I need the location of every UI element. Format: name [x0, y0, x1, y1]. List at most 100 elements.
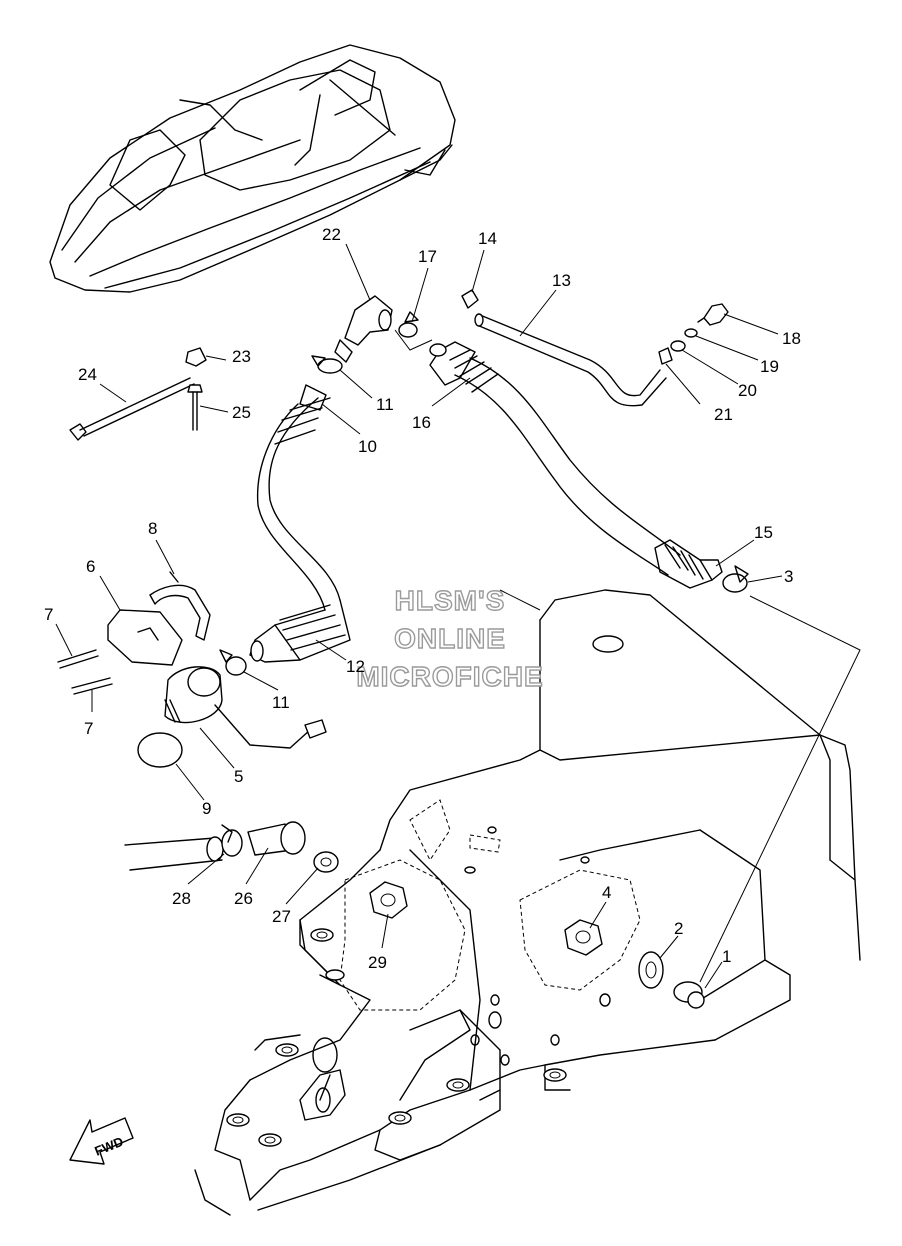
- callout-14: 14: [471, 229, 497, 293]
- part-9-cap: [137, 732, 183, 768]
- callout-3: 3: [747, 567, 793, 586]
- callout-7-top: 7: [44, 605, 73, 657]
- callout-16: 16: [412, 377, 471, 432]
- callout-number: 21: [714, 405, 733, 424]
- part-20-nut: [670, 340, 686, 352]
- pipe-left: [124, 836, 224, 871]
- watermark: HLSM'S ONLINE MICROFICHE: [356, 584, 544, 692]
- part-3-clamp: [722, 565, 749, 593]
- callout-11-bottom: 11: [243, 671, 290, 712]
- part-8-bracket: [149, 571, 211, 641]
- callout-number: 13: [552, 271, 571, 290]
- callout-number: 5: [234, 767, 243, 786]
- mount-bolt-5: [388, 1111, 412, 1125]
- part-21-clamp: [658, 347, 673, 365]
- callout-28: 28: [172, 853, 225, 908]
- callout-number: 10: [358, 437, 377, 456]
- assembly-lines: [394, 329, 861, 983]
- part-6-holder: [107, 609, 183, 666]
- callout-number: 25: [232, 403, 251, 422]
- callout-number: 16: [412, 413, 431, 432]
- callout-12: 12: [315, 639, 365, 676]
- callout-number: 8: [148, 519, 157, 538]
- callout-number: 9: [202, 799, 211, 818]
- callout-20: 20: [681, 349, 757, 400]
- callout-15: 15: [715, 523, 773, 567]
- part-14-clamp: [461, 289, 479, 309]
- part-7-screw-bottom: [71, 677, 113, 695]
- part-7-screw-top: [57, 649, 99, 669]
- tube-13: [474, 313, 667, 407]
- callout-13: 13: [519, 271, 571, 337]
- callout-23: 23: [205, 347, 251, 366]
- mount-bolt-7: [543, 1068, 567, 1082]
- part-17-clamp: [398, 311, 419, 338]
- watermark-line-2: ONLINE: [394, 623, 506, 654]
- hull-compartment: [194, 589, 861, 1216]
- callout-10: 10: [321, 403, 377, 456]
- callout-number: 29: [368, 953, 387, 972]
- part-11-clamp-top: [311, 355, 343, 374]
- callout-4: 4: [589, 883, 611, 929]
- part-26-fitting: [247, 821, 306, 856]
- callout-9: 9: [175, 763, 211, 818]
- callout-number: 22: [322, 225, 341, 244]
- callout-21: 21: [665, 363, 733, 424]
- callout-29: 29: [368, 913, 389, 972]
- callout-number: 20: [738, 381, 757, 400]
- callout-number: 28: [172, 889, 191, 908]
- callout-26: 26: [234, 847, 269, 908]
- callout-number: 11: [376, 395, 394, 414]
- mount-bolt-8: [325, 969, 345, 981]
- part-2-washer: [638, 951, 664, 989]
- callout-number: 14: [478, 229, 497, 248]
- callout-1: 1: [704, 947, 731, 989]
- callout-number: 11: [272, 693, 290, 712]
- callout-24: 24: [78, 365, 127, 403]
- callout-number: 23: [232, 347, 251, 366]
- mount-bolt-6: [446, 1078, 470, 1092]
- part-22-tee: [334, 295, 393, 363]
- callout-19: 19: [695, 335, 779, 376]
- watermark-line-3: MICROFICHE: [356, 661, 543, 692]
- callout-17: 17: [411, 247, 437, 323]
- part-4-nut: [564, 919, 603, 956]
- callout-number: 6: [86, 557, 95, 576]
- part-25-rivet: [187, 384, 203, 431]
- callout-27: 27: [272, 867, 319, 926]
- watermark-line-1: HLSM'S: [395, 585, 506, 616]
- callout-number: 1: [722, 947, 731, 966]
- mount-bolt-2: [275, 1043, 299, 1057]
- callout-5: 5: [199, 727, 243, 786]
- callout-number: 15: [754, 523, 773, 542]
- part-24-cable-tie: [69, 377, 195, 441]
- mount-bolt-3: [258, 1133, 282, 1147]
- callout-number: 12: [346, 657, 365, 676]
- mount-bolt-4: [226, 1113, 250, 1127]
- part-5-pump: [164, 666, 327, 749]
- mount-bolt-1: [310, 928, 334, 942]
- callout-7-bottom: 7: [84, 690, 93, 738]
- forward-direction-arrow: FWD: [69, 1117, 134, 1165]
- callout-22: 22: [322, 225, 371, 301]
- part-18-bolt: [697, 303, 729, 326]
- callout-number: 7: [84, 719, 93, 738]
- part-23-clip: [185, 347, 207, 367]
- callout-number: 19: [760, 357, 779, 376]
- part-19-washer: [684, 328, 698, 338]
- callout-number: 27: [272, 907, 291, 926]
- hose-15-16: [429, 341, 723, 589]
- hose-10-12: [249, 384, 351, 663]
- callout-6: 6: [86, 557, 121, 611]
- callout-18: 18: [723, 313, 801, 348]
- callout-11-top: 11: [339, 369, 394, 414]
- callout-number: 24: [78, 365, 97, 384]
- part-1-fitting: [673, 981, 705, 1009]
- callout-8: 8: [148, 519, 175, 575]
- callout-25: 25: [199, 403, 251, 422]
- part-28-clamp: [221, 824, 243, 857]
- watercraft-overview: [49, 44, 456, 293]
- callout-number: 17: [418, 247, 437, 266]
- callout-2: 2: [659, 919, 683, 959]
